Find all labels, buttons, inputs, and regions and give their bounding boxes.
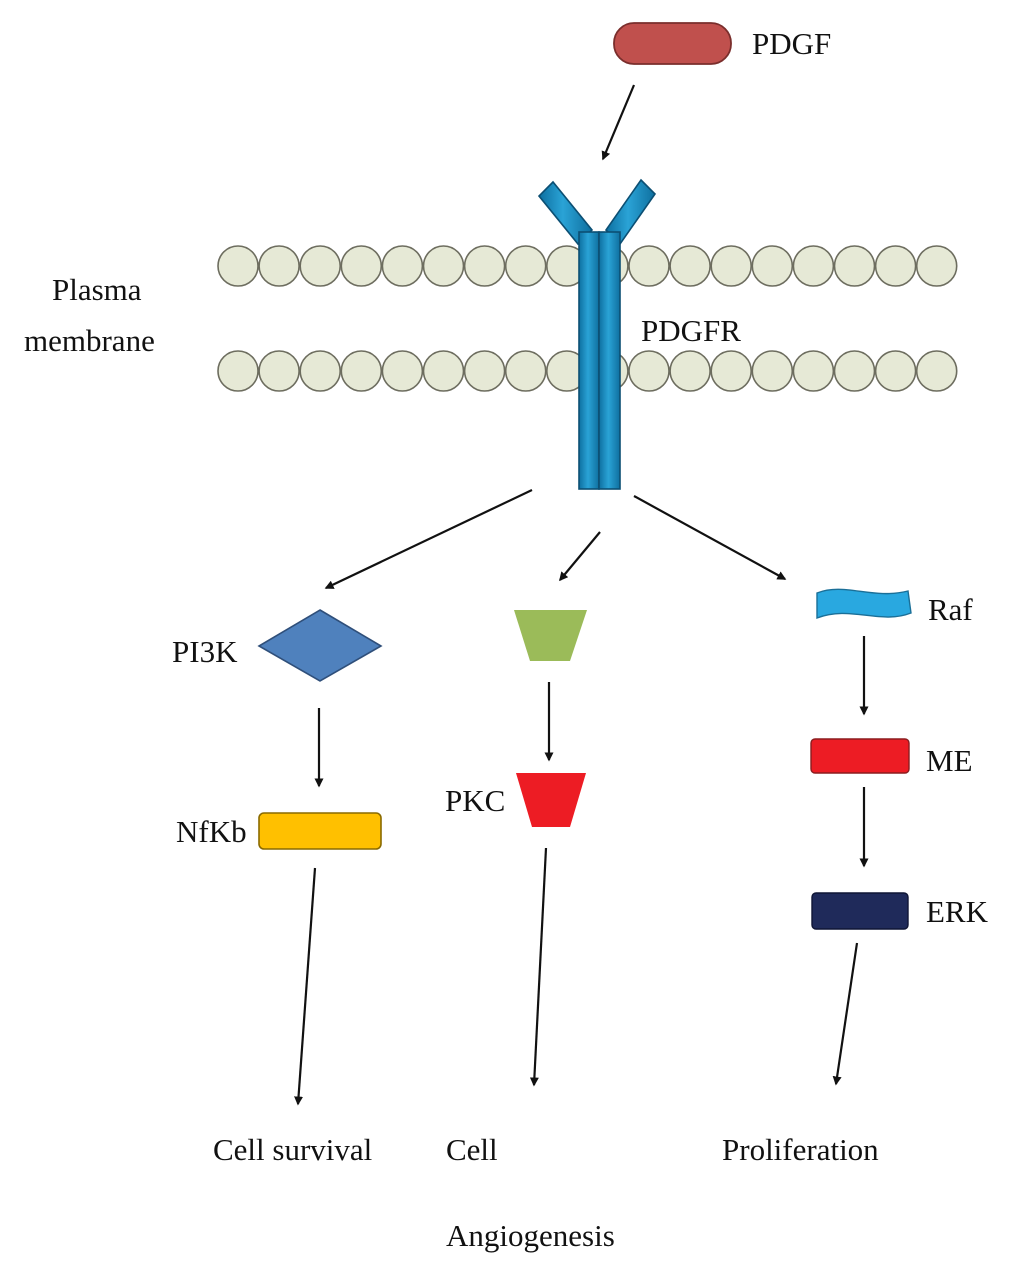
membrane-bead: [381, 350, 424, 392]
erk-node: [811, 892, 909, 930]
membrane-bead: [874, 350, 917, 392]
pi3k-node: [257, 609, 383, 682]
pdgf-ligand: [613, 22, 732, 65]
membrane-bead: [628, 245, 670, 287]
raf-node: [816, 588, 912, 620]
arrow-nfkb-to-cell-survival: [294, 867, 317, 1106]
membrane-bead: [628, 350, 670, 392]
membrane-bead: [217, 350, 259, 392]
arrow-pdgf-to-receptor: [601, 84, 636, 161]
membrane-bead: [915, 245, 958, 287]
membrane-label-line1: Plasma: [52, 272, 142, 307]
membrane-bead: [463, 350, 506, 392]
membrane-bead: [669, 245, 711, 287]
arrow-pkc-to-cell: [529, 847, 548, 1087]
membrane-bead: [217, 245, 259, 287]
nfkb-node: [258, 812, 382, 850]
pkc-label: PKC: [445, 783, 505, 818]
me-node: [810, 738, 910, 774]
arrow-receptor-to-pi3k: [324, 489, 533, 589]
membrane-bead: [299, 245, 342, 287]
membrane-bead: [710, 350, 753, 392]
outcome-angiogenesis: Angiogenesis: [446, 1218, 615, 1253]
membrane-bead: [792, 350, 835, 392]
membrane-label-line2: membrane: [24, 323, 155, 358]
me-label: ME: [926, 743, 973, 778]
membrane-bead: [874, 245, 917, 287]
outcome-cell-survival: Cell survival: [213, 1132, 372, 1167]
outcome-proliferation: Proliferation: [722, 1132, 879, 1167]
pdgfr-receptor: [537, 178, 657, 490]
membrane-bead: [710, 245, 753, 287]
raf-label: Raf: [928, 592, 973, 627]
arrow-erk-to-proliferation: [832, 942, 859, 1086]
membrane-bead: [833, 245, 876, 287]
membrane-bead: [915, 350, 958, 392]
pi3k-label: PI3K: [172, 634, 238, 669]
membrane-bead: [751, 350, 794, 392]
membrane-bead: [751, 245, 794, 287]
pkc-node: [516, 773, 586, 827]
membrane-bead: [833, 350, 876, 392]
membrane-bead: [463, 245, 506, 287]
pdgfr-label: PDGFR: [641, 313, 741, 348]
pdgf-label: PDGF: [752, 26, 831, 61]
membrane-bead: [422, 350, 465, 392]
outcome-cell: Cell: [446, 1132, 498, 1167]
membrane-bead: [299, 350, 342, 392]
erk-label: ERK: [926, 894, 989, 929]
upstream-pkc-node: [514, 610, 587, 661]
membrane-bead: [258, 350, 300, 392]
membrane-upper-layer: [217, 245, 958, 287]
membrane-bead: [340, 245, 383, 287]
membrane-bead: [504, 245, 547, 287]
arrow-receptor-to-upstream-pkc: [559, 531, 601, 582]
membrane-bead: [258, 245, 300, 287]
membrane-bead: [792, 245, 835, 287]
membrane-bead: [340, 350, 383, 392]
membrane-lower-layer: [217, 350, 958, 392]
membrane-bead: [669, 350, 711, 392]
arrow-receptor-to-raf: [633, 495, 787, 580]
membrane-bead: [422, 245, 465, 287]
membrane-bead: [381, 245, 424, 287]
membrane-bead: [504, 350, 547, 392]
nfkb-label: NfKb: [176, 814, 247, 849]
